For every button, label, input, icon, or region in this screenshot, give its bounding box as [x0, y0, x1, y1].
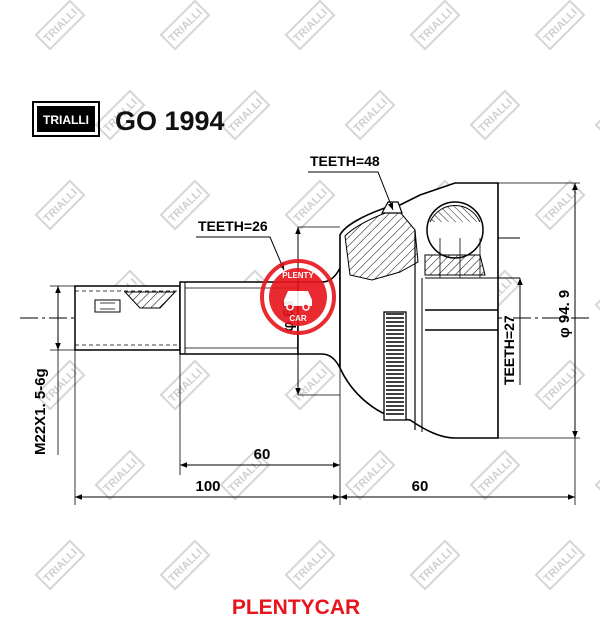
shaft-length-dimension: 100: [195, 478, 220, 495]
callout-teeth-26: TEETH=26: [198, 218, 268, 234]
watermark-logo: TRIALLI: [34, 539, 86, 591]
dimension-lines: [50, 171, 580, 505]
watermark-logo: TRIALLI: [534, 179, 586, 231]
watermark-logo: TRIALLI: [469, 89, 521, 141]
watermark-logo: TRIALLI: [159, 539, 211, 591]
watermark-logo: TRIALLI: [344, 89, 396, 141]
watermark-logo: TRIALLI: [534, 0, 586, 51]
stamp-bottom-text: CAR: [289, 314, 307, 323]
watermark-logo: TRIALLI: [34, 0, 86, 51]
callout-teeth-48: TEETH=48: [310, 153, 380, 169]
watermark-logo: TRIALLI: [219, 89, 271, 141]
trialli-logo: TRIALLI: [32, 101, 100, 137]
watermark-logo: TRIALLI: [284, 179, 336, 231]
watermark-logo: TRIALLI: [284, 359, 336, 411]
footer-brand: PLENTYCAR: [232, 596, 360, 619]
watermark-logo: TRIALLI: [594, 89, 600, 141]
watermark-logo: TRIALLI: [594, 449, 600, 501]
watermark-logo: TRIALLI: [284, 0, 336, 51]
stamp-top-text: PLENTY: [282, 271, 314, 280]
callout-teeth-27: TEETH=27: [501, 315, 517, 385]
watermark-logo: TRIALLI: [594, 269, 600, 321]
watermark-logo: TRIALLI: [469, 449, 521, 501]
watermark-logo: TRIALLI: [159, 0, 211, 51]
abs-ring: [383, 311, 407, 421]
spline-length-dimension: 60: [254, 446, 271, 463]
thread-dimension: M22X1. 5-6g: [32, 368, 49, 455]
watermark-logo: TRIALLI: [409, 0, 461, 51]
watermark-logo: TRIALLI: [284, 539, 336, 591]
housing-length-dimension: 60: [412, 478, 429, 495]
outer-diameter-dimension: φ 94. 9: [556, 290, 573, 338]
watermark-logo: TRIALLI: [159, 359, 211, 411]
logo-text: TRIALLI: [43, 113, 89, 127]
watermark-logo: TRIALLI: [534, 539, 586, 591]
watermark-logo: TRIALLI: [34, 179, 86, 231]
watermark-logo: TRIALLI: [409, 539, 461, 591]
watermark-logo: TRIALLI: [344, 449, 396, 501]
watermark-logo: TRIALLI: [94, 449, 146, 501]
part-number-title: GO 1994: [115, 106, 225, 136]
plentycar-stamp: PLENTY CAR: [260, 259, 336, 335]
watermark-logo: TRIALLI: [534, 359, 586, 411]
